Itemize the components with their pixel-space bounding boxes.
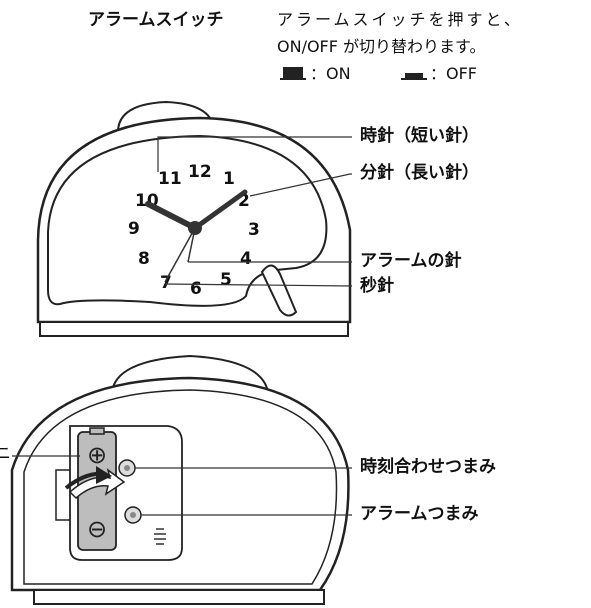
dial-9: 9 bbox=[128, 219, 140, 239]
dial-8: 8 bbox=[138, 249, 150, 269]
insert-arrow-icon bbox=[68, 468, 126, 500]
dial-3: 3 bbox=[248, 220, 260, 240]
dial-11: 11 bbox=[158, 169, 182, 189]
battery-label-fragment: ニ bbox=[0, 444, 11, 464]
off-label: ：OFF bbox=[430, 64, 478, 83]
dial-5: 5 bbox=[220, 270, 232, 290]
clock-slot bbox=[260, 264, 298, 317]
dial-2: 2 bbox=[238, 191, 250, 211]
switch-note-line1: アラームスイッチを押すと、 bbox=[277, 10, 523, 29]
time-knob-label: 時刻合わせつまみ bbox=[360, 457, 496, 477]
dial-6: 6 bbox=[190, 279, 202, 299]
dial-7: 7 bbox=[160, 273, 172, 293]
on-label: ：ON bbox=[310, 64, 351, 83]
second-hand-label: 秒針 bbox=[360, 276, 394, 296]
alarm-knob-label: アラームつまみ bbox=[360, 504, 479, 524]
switch-on-icon bbox=[283, 67, 303, 78]
leader-minute bbox=[249, 173, 352, 197]
leader-second bbox=[164, 283, 353, 287]
switch-off-icon bbox=[405, 73, 423, 78]
switch-note-line2: ON/OFF が切り替わります。 bbox=[277, 37, 486, 56]
alarm-switch-label: アラームスイッチ bbox=[88, 10, 224, 30]
dial-12: 12 bbox=[188, 162, 212, 182]
dial-4: 4 bbox=[240, 249, 252, 269]
hour-hand-label: 時針（短い針） bbox=[360, 126, 479, 146]
minute-hand bbox=[192, 189, 248, 231]
clock-back-inner bbox=[23, 389, 338, 585]
second-hand bbox=[164, 227, 196, 283]
battery-minus-icon: ⊖ bbox=[87, 515, 107, 543]
leader-hour bbox=[157, 136, 352, 172]
dial-1: 1 bbox=[223, 169, 235, 189]
hand-hub bbox=[188, 221, 202, 235]
hour-hand bbox=[145, 201, 198, 231]
clock-back-base bbox=[33, 589, 325, 605]
minute-hand-label: 分針（長い針） bbox=[360, 163, 479, 183]
speaker-grill bbox=[154, 528, 166, 545]
alarm-hand-label: アラームの針 bbox=[360, 251, 462, 271]
clock-front-base bbox=[39, 321, 349, 337]
battery-plus-icon: ⊕ bbox=[87, 441, 107, 469]
